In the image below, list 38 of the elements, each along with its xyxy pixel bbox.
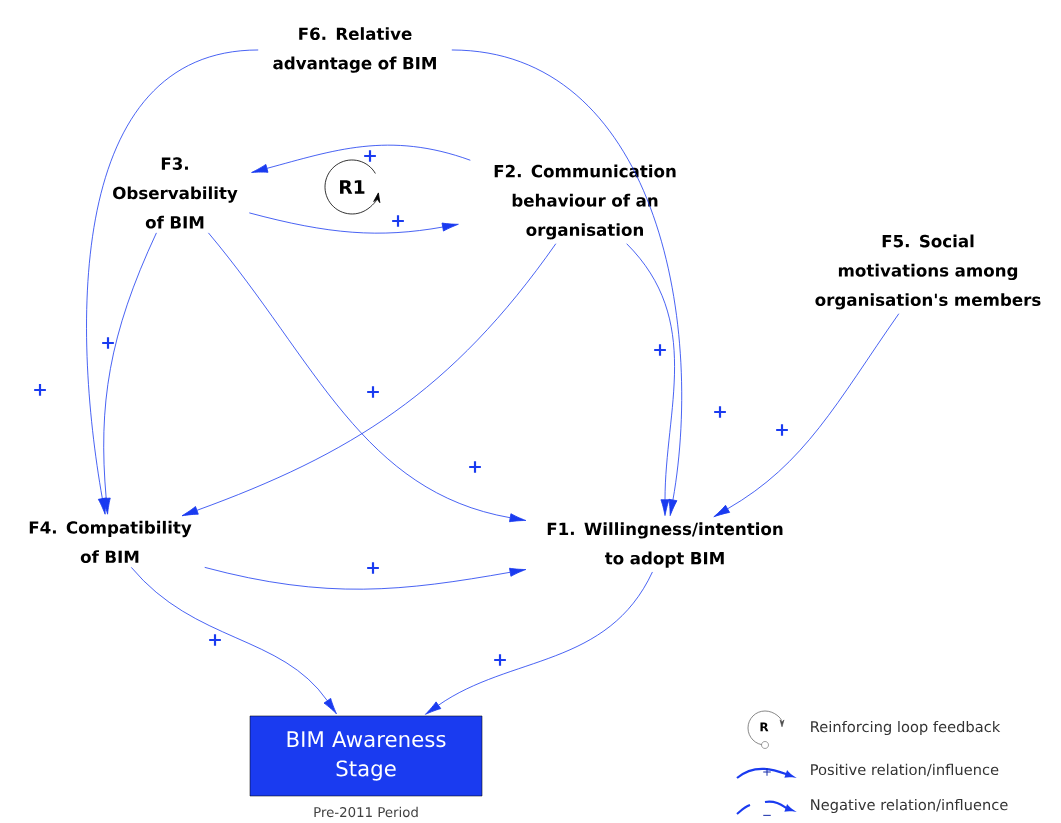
edge-label: + — [392, 215, 404, 227]
arrow — [425, 571, 653, 715]
legend-text: Positive relation/influence — [811, 763, 999, 777]
arrow — [451, 49, 683, 516]
loop-label: R1 — [340, 180, 365, 194]
edge-label: + — [34, 384, 46, 396]
edge-label: + — [367, 386, 379, 398]
arrow — [713, 313, 900, 518]
caption-text: Pre-2011 Period — [314, 806, 418, 818]
stage-box: BIM Awareness Stage — [249, 715, 483, 797]
arrow — [86, 49, 259, 515]
positive-sample: + — [736, 767, 794, 779]
factor-label: F3. Observability of BIM — [113, 157, 238, 229]
edge-label: + — [714, 406, 726, 418]
arrow — [204, 566, 527, 590]
edge-label: + — [209, 634, 221, 646]
arrow — [248, 212, 459, 234]
factor-label: F6. Relative advantage of BIM — [273, 27, 436, 73]
arrow — [626, 243, 675, 516]
edge-label: + — [469, 461, 481, 473]
negative-sample: − — [736, 800, 794, 816]
legend-text: Reinforcing loop feedback — [811, 720, 1001, 736]
arrow — [130, 566, 337, 715]
edge-label: + — [364, 150, 376, 162]
arrow — [208, 232, 527, 523]
factor-label: F4. Compatibility of BIM — [29, 520, 192, 564]
edge-label: + — [367, 562, 379, 574]
edge-label: + — [654, 344, 666, 356]
factor-label: F1. Willingness/intention to adopt BIM — [547, 522, 783, 568]
edge-label: + — [776, 424, 788, 436]
factor-label: F5. Social motivations among organisation's members — [815, 234, 1041, 310]
arrow — [101, 232, 157, 515]
arrow — [251, 144, 471, 173]
edge-label: + — [102, 337, 114, 349]
factor-label: F2. Communication behaviour of an organisation — [494, 164, 676, 240]
arrow — [181, 243, 557, 517]
legend-text: Negative relation/influence — [811, 798, 1008, 814]
edge-label: + — [494, 654, 506, 666]
